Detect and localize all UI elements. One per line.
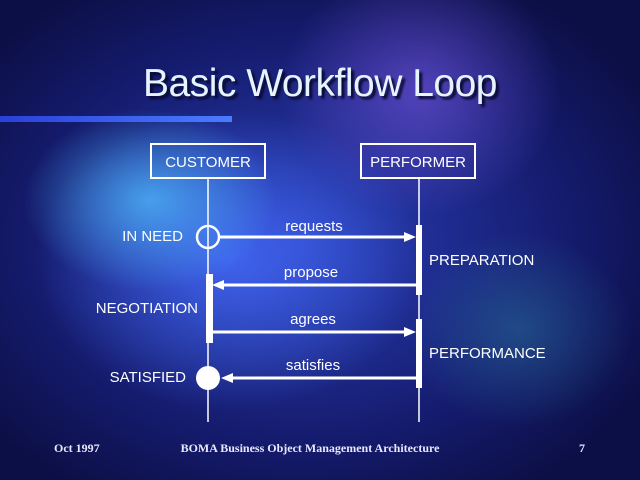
state-in-need: IN NEED [122,228,183,245]
state-preparation: PREPARATION [429,252,534,269]
arrowhead-icon [404,327,416,337]
performer-box [360,143,476,179]
slide-title: Basic Workflow Loop [143,62,497,105]
footer-title: BOMA Business Object Management Architec… [180,441,440,455]
message-agrees: agrees [290,311,336,328]
title-rule [0,116,232,122]
message-requests: requests [285,218,343,235]
in-need-state-icon [195,224,221,250]
satisfied-state-icon [196,366,220,390]
state-satisfied: SATISFIED [110,369,187,386]
footer-date: Oct 1997 [54,441,100,455]
arrowhead-icon [212,280,224,290]
message-satisfies: satisfies [286,357,340,374]
arrowhead-icon [221,373,233,383]
state-negotiation: NEGOTIATION [96,300,198,317]
performer-activation-performance [416,319,422,388]
customer-activation-negotiation [206,274,213,343]
performer-activation-preparation [416,225,422,295]
page-number: 7 [579,441,585,455]
state-performance: PERFORMANCE [429,345,546,362]
message-propose: propose [284,264,338,281]
arrowhead-icon [404,232,416,242]
actor-customer: CUSTOMER [165,154,251,171]
actor-performer: PERFORMER [370,154,466,171]
